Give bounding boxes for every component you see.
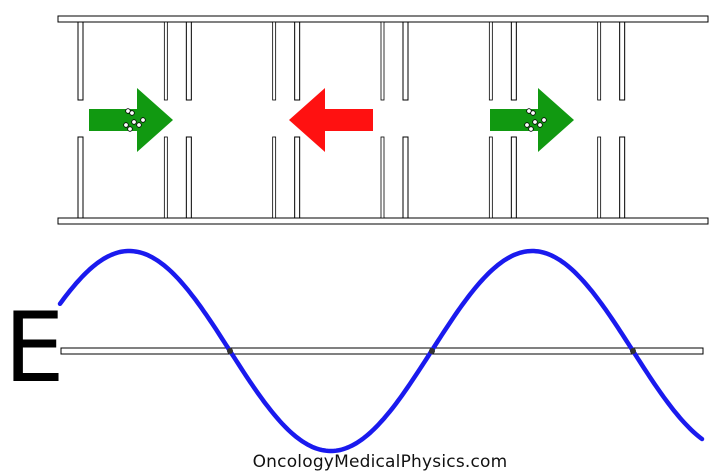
zero-crossing-dot [630,348,636,354]
electron-dot [123,122,129,128]
iris-seam-upper [597,21,602,101]
electron-cluster [123,108,146,132]
field-wave-curve [57,248,705,454]
iris-seam-upper [163,21,168,101]
electron-dot [524,122,530,128]
iris-seam-upper [488,21,493,101]
website-credit: OncologyMedicalPhysics.com [252,452,508,472]
electron-dot [140,117,146,123]
iris-seam-lower [597,136,602,219]
iris-seam-lower [272,136,277,219]
iris-lower [510,136,517,219]
iris-upper [402,21,409,101]
iris-upper [510,21,517,101]
electron-dot [127,126,133,132]
iris-seam-lower [488,136,493,219]
electron-dot [537,122,543,128]
electron-dot [530,110,536,116]
iris-seam-lower [380,136,385,219]
iris-upper [77,21,84,101]
arrow-right-icon [89,88,173,152]
iris-lower [294,136,301,219]
waveguide-top-wall [57,15,709,23]
iris-seam-upper [272,21,277,101]
iris-lower [402,136,409,219]
electron-cluster [524,108,547,132]
iris-upper [619,21,626,101]
electron-dot [541,117,547,123]
electron-dot [129,110,135,116]
zero-crossing-dot [227,348,233,354]
arrow-left-icon [289,88,373,152]
field-label: E [4,292,65,404]
electron-dot [528,126,534,132]
waveguide-bottom-wall [57,217,709,225]
iris-upper [294,21,301,101]
zero-crossing-dot [429,348,435,354]
waveguide [57,15,709,225]
electron-dot [131,119,137,125]
field-axis [60,347,704,355]
electron-dot [532,119,538,125]
iris-upper [185,21,192,101]
iris-seam-upper [380,21,385,101]
electric-field-plot [57,248,705,454]
iris-seam-lower [163,136,168,219]
iris-lower [185,136,192,219]
electron-dot [136,122,142,128]
arrow-right-icon [490,88,574,152]
iris-lower [619,136,626,219]
iris-lower [77,136,84,219]
